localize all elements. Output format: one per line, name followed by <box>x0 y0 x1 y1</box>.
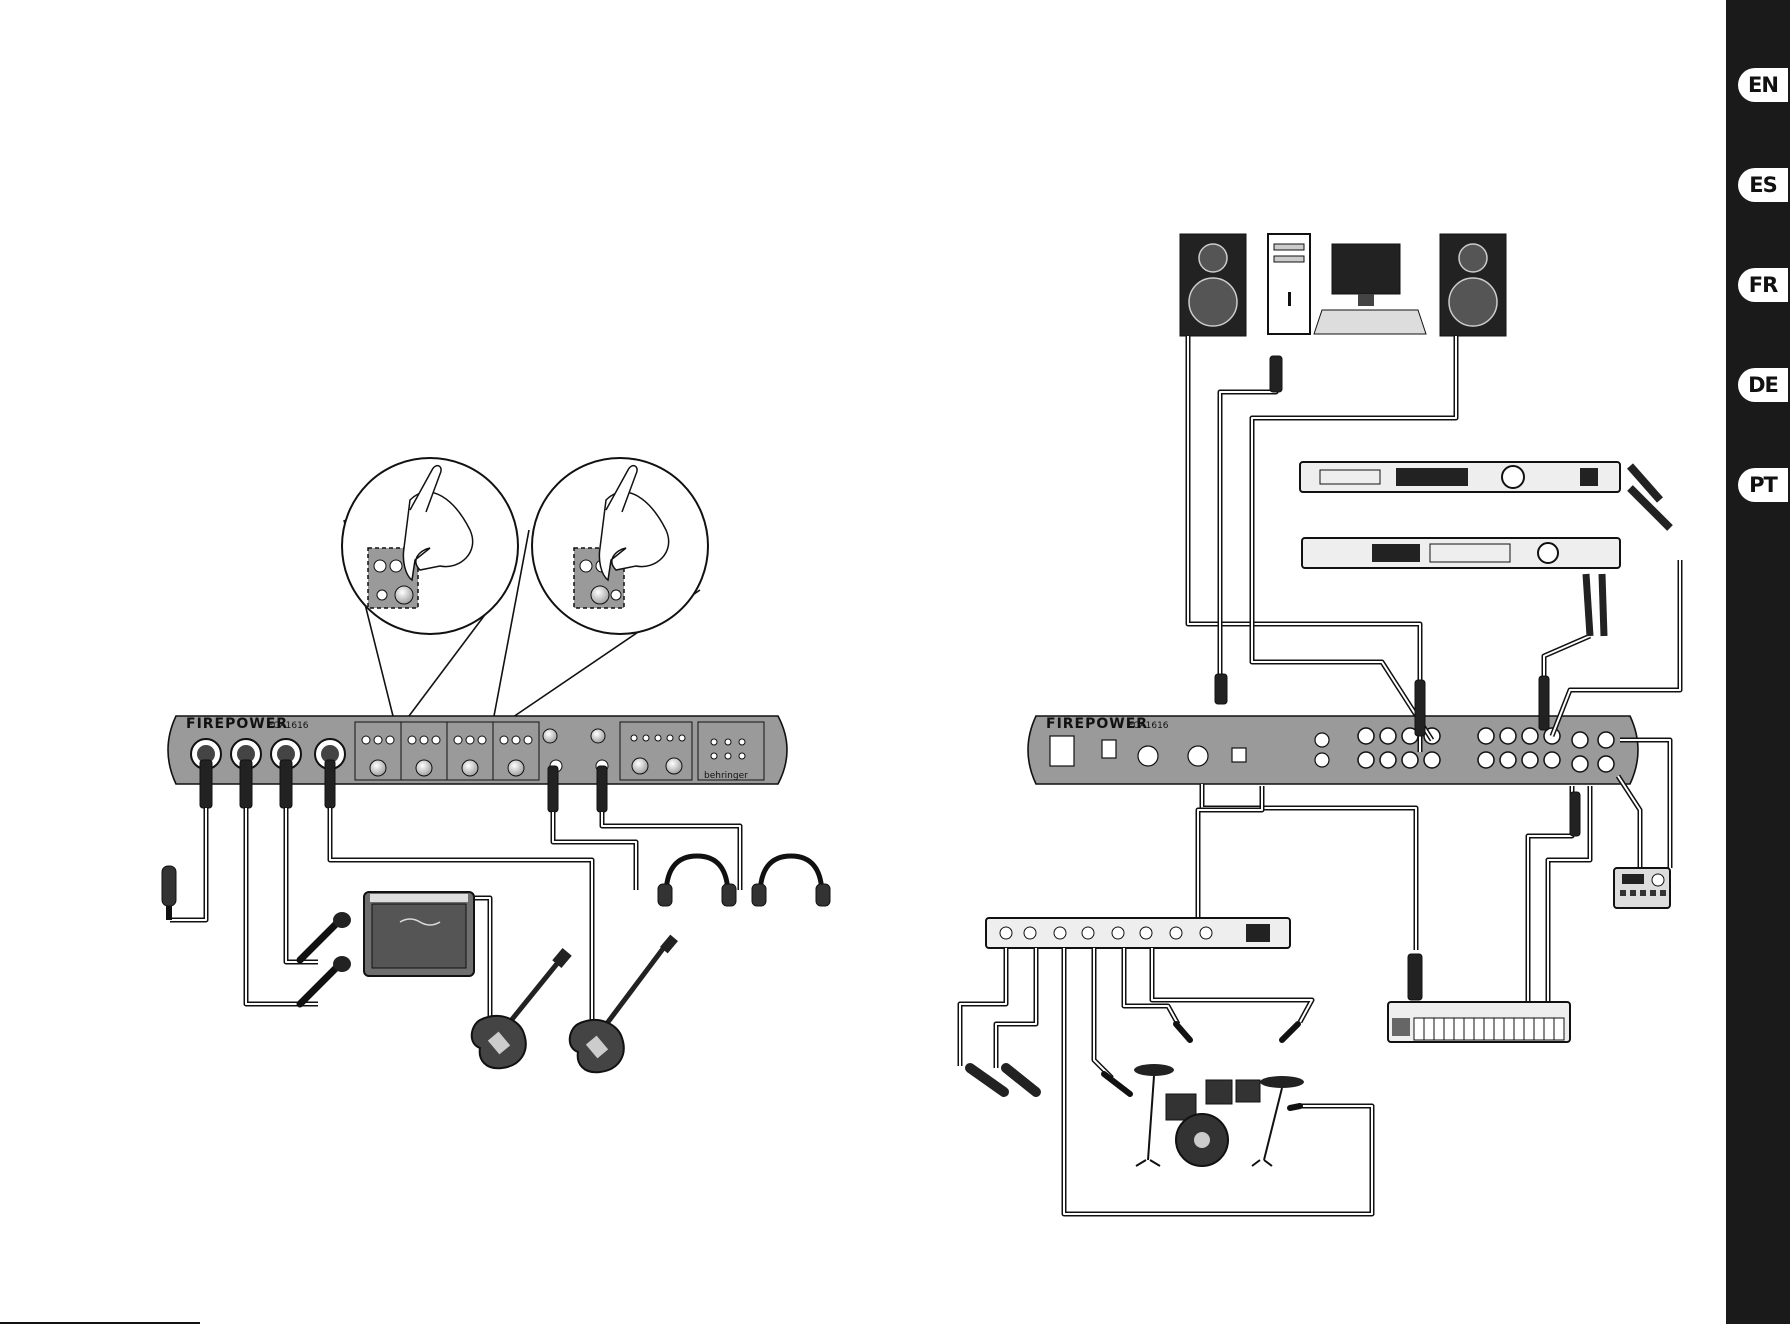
computer-tower-icon <box>1268 234 1310 334</box>
lang-tab-de[interactable]: DE <box>1738 368 1788 402</box>
rear-cables <box>1188 336 1680 1002</box>
lang-tab-es[interactable]: ES <box>1738 168 1788 202</box>
front-panel-diagram: FIREPOWER FCA1616 behringer <box>162 458 830 1072</box>
condenser-mic-icon <box>162 866 176 920</box>
headphones-icon-2 <box>752 856 830 906</box>
lang-tab-pt[interactable]: PT <box>1738 468 1788 502</box>
drum-mic-icon <box>970 1068 1036 1092</box>
rack-effect-unit-icon-2 <box>1302 538 1620 568</box>
front-audio-interface: FIREPOWER FCA1616 behringer <box>168 716 787 784</box>
magnifier-right <box>491 458 708 732</box>
front-model: FCA1616 <box>268 721 309 731</box>
magnifier-left <box>342 458 518 732</box>
studio-monitor-icon-2 <box>1440 234 1506 336</box>
overhead-mic-icon <box>1104 1024 1300 1108</box>
midi-keyboard-icon <box>1388 1002 1570 1042</box>
lang-tab-fr[interactable]: FR <box>1738 268 1788 302</box>
headphones-icon <box>658 856 736 906</box>
drum-machine-icon <box>1614 868 1670 908</box>
bass-guitar-icon <box>570 935 678 1073</box>
computer-monitor-icon <box>1314 244 1426 334</box>
vocal-mic-icon <box>300 912 351 960</box>
rear-model: FCA1616 <box>1128 721 1169 731</box>
rack-effect-unit-icon <box>1300 462 1620 492</box>
drum-kit-icon <box>1134 1064 1304 1166</box>
electric-guitar-icon <box>472 948 572 1068</box>
lang-tab-en[interactable]: EN <box>1738 68 1788 102</box>
studio-monitor-icon <box>1180 234 1246 336</box>
guitar-amp-icon <box>364 892 474 976</box>
rear-plugs <box>1215 356 1580 1000</box>
rear-panel-diagram: FIREPOWER FCA1616 <box>960 234 1680 1214</box>
mic-preamp-rack-icon <box>986 918 1290 948</box>
